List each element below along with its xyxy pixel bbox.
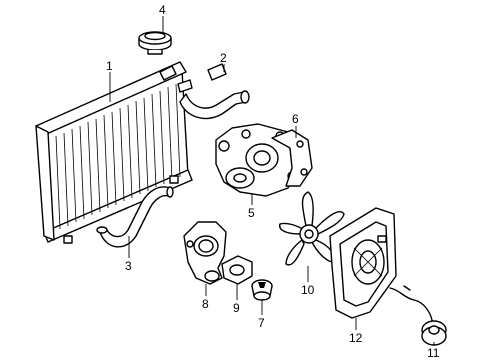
- thermostat-housing: [183, 221, 227, 285]
- callout-1: 1: [106, 59, 113, 73]
- callout-2: 2: [220, 51, 227, 65]
- fan-blade: [279, 191, 345, 266]
- radiator-cap: [138, 31, 172, 55]
- callout-11: 11: [427, 346, 440, 360]
- upper-radiator-hose: [179, 63, 250, 120]
- leader-lines: [109, 16, 435, 346]
- callout-10: 10: [301, 283, 315, 297]
- callout-9: 9: [233, 301, 240, 315]
- fan-motor: [389, 285, 447, 346]
- water-pump-gasket: [271, 129, 313, 187]
- thermostat-gasket: [221, 255, 253, 285]
- fan-shroud: [329, 207, 397, 319]
- callout-7: 7: [258, 316, 265, 330]
- callout-6: 6: [292, 112, 299, 126]
- callout-8: 8: [202, 297, 209, 311]
- callout-4: 4: [159, 3, 166, 17]
- callout-12: 12: [349, 331, 363, 345]
- callout-3: 3: [125, 259, 132, 273]
- thermostat: [251, 279, 273, 301]
- radiator: [35, 61, 193, 244]
- callout-5: 5: [248, 206, 255, 220]
